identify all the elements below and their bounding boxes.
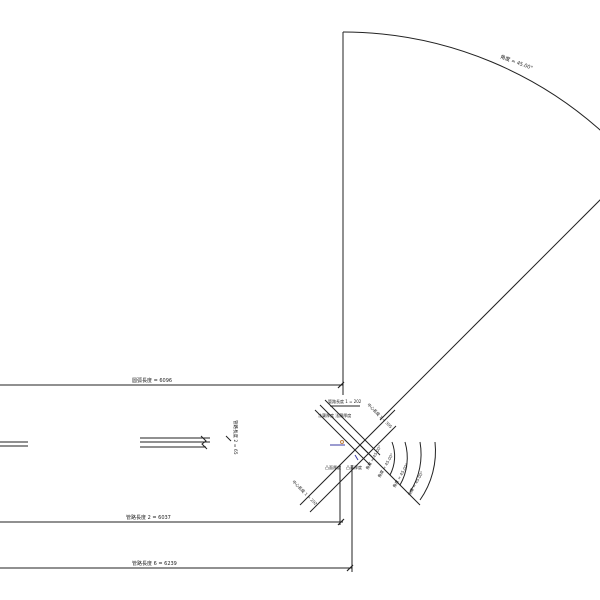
horizontal-pipe — [0, 435, 232, 450]
arc-angle-label: 角度 = 45.00° — [499, 53, 534, 71]
arc-length-label: 圆弧長度 = 6096 — [132, 377, 172, 384]
radius-line-diagonal — [379, 199, 600, 421]
vertical-dim-label: 管路長度 2 = 65 — [232, 420, 239, 455]
angle-label-4: 角度 = 45.00° — [406, 470, 425, 497]
pipe-length-2-label: 管路長度 2 = 6037 — [126, 514, 171, 521]
diag-top-label: 中心長度 1 = 305 — [366, 401, 394, 429]
small-label-1: 凸面厚度 — [325, 464, 341, 470]
small-label-2: 凸面厚度 — [346, 464, 362, 470]
arc-45 — [342, 31, 600, 131]
pipe-length-1-label: 管路長度 1 = 202 — [328, 398, 362, 404]
pipe-length-6-label: 管路長度 6 = 6239 — [132, 560, 177, 567]
angle-dimensions — [389, 441, 436, 501]
flange-labels: 法蘭厚度 法蘭厚度 — [318, 412, 351, 418]
angle-label-2: 角度 = 45.00° — [376, 452, 395, 479]
diag-bottom-label: 中心長度 1 = 202 — [291, 478, 319, 506]
